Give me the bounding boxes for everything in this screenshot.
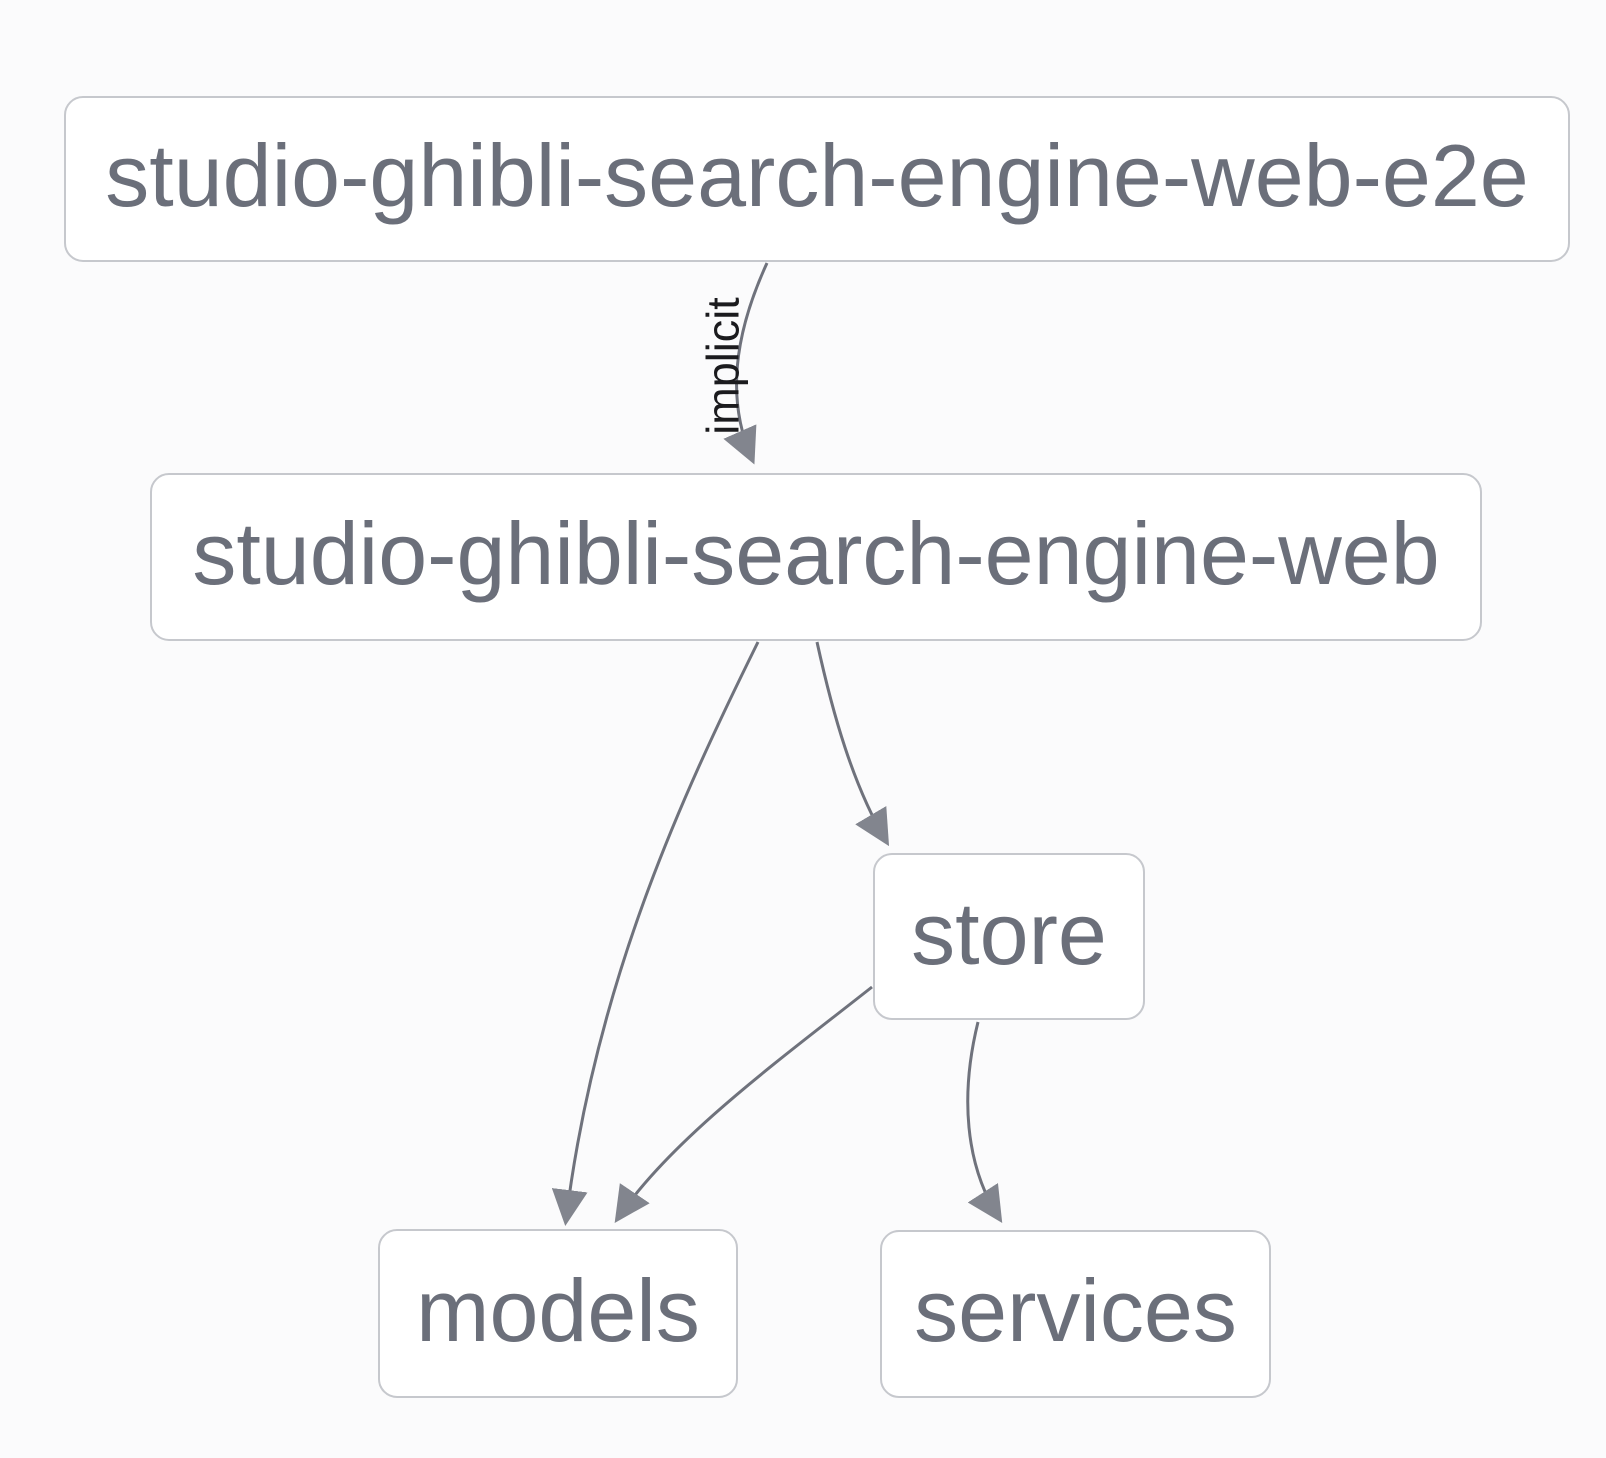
node-label: store — [911, 883, 1107, 983]
node-label: services — [914, 1261, 1237, 1360]
node-label: studio-ghibli-search-engine-web-e2e — [105, 126, 1529, 225]
edge-web-to-models[interactable] — [551, 641, 760, 1226]
node-label: models — [416, 1260, 700, 1360]
node-store[interactable]: store — [873, 853, 1145, 1020]
node-studio-ghibli-search-engine-web-e2e[interactable]: studio-ghibli-search-engine-web-e2e — [64, 96, 1570, 262]
edge-label-implicit: implicit — [697, 297, 749, 435]
node-label: studio-ghibli-search-engine-web — [192, 504, 1440, 603]
node-studio-ghibli-search-engine-web[interactable]: studio-ghibli-search-engine-web — [150, 473, 1482, 641]
edge-store-to-models[interactable] — [614, 985, 873, 1223]
node-models[interactable]: models — [378, 1229, 738, 1398]
node-services[interactable]: services — [880, 1230, 1271, 1398]
edge-store-to-services[interactable] — [966, 1021, 1003, 1224]
edge-web-to-store[interactable] — [815, 641, 890, 847]
edge-web-e2e-to-web[interactable] — [723, 262, 769, 465]
